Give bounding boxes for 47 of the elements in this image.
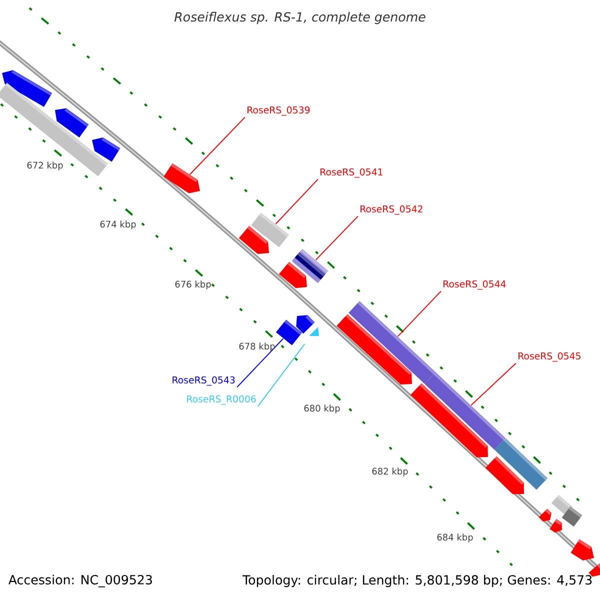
gene-block [278,262,307,288]
gene-box [551,494,573,516]
leader-line [397,290,442,337]
gene-block [238,226,269,254]
gene-label: RoseRS_0544 [444,280,506,290]
gene-box [251,212,289,248]
position-label: 672 kbp [27,162,63,170]
gene-triangle [309,327,319,336]
title: Roseiflexus sp. RS-1, complete genome [174,12,426,24]
gene-block [92,137,120,162]
leader-line [470,362,516,406]
gene-block [410,383,488,458]
gene-label: RoseRS_R0006 [187,395,256,405]
gene-block [336,314,412,385]
gene-box [276,320,302,346]
position-label: 676 kbp [175,280,211,290]
position-label: 678 kbp [239,342,275,352]
leader-line [315,216,358,260]
gene-block [2,70,52,107]
gene-block [296,315,315,334]
gene-block [55,108,89,138]
gene-label: RoseRS_0543 [172,376,235,386]
gene-block [570,539,594,560]
gene-block [164,163,200,194]
gene-label: RoseRS_0539 [248,106,310,116]
gene-bar [348,301,436,384]
position-label: 682 kbp [372,468,408,476]
gene-box [562,506,582,527]
gene-block [550,519,562,533]
gene-label: RoseRS_0542 [360,205,422,215]
accession-text: Accession: NC_009523 [8,574,152,588]
gene-bar [424,372,506,450]
leader-line [275,178,318,224]
leader-line [189,116,246,175]
position-label: 680 kbp [304,404,340,414]
position-label: 684 kbp [437,534,473,542]
gene-block [485,456,524,494]
leader-line [258,343,306,407]
gene-label: RoseRS_0545 [518,352,580,362]
gene-label: RoseRS_0541 [320,168,382,178]
gene-block [588,563,600,577]
genome-summary-text: Topology: circular; Length: 5,801,598 bp; Genes: 4,573 [242,574,592,588]
gene-block [538,508,552,522]
position-label: 674 kbp [100,220,136,230]
gene-box [0,82,108,176]
gene-bar [494,438,548,490]
leader-line [236,338,284,388]
